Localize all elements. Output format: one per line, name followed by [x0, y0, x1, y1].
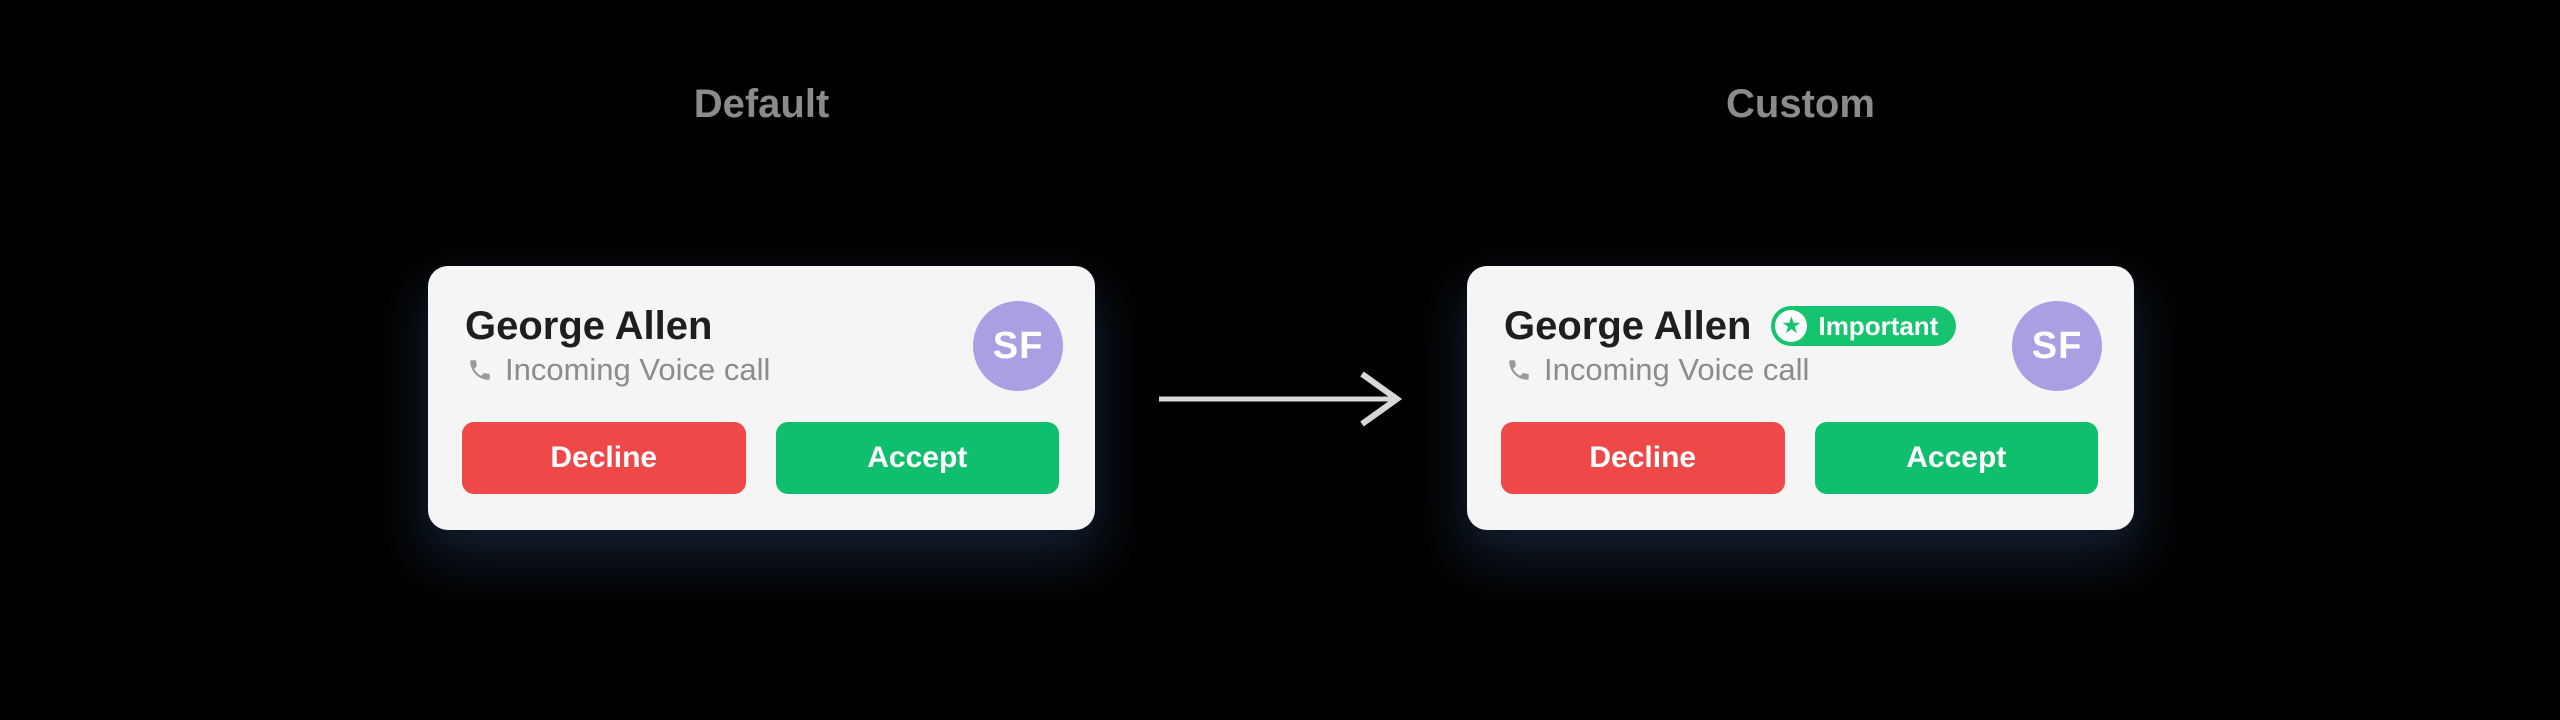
avatar-initials: SF — [992, 324, 1044, 367]
caller-name-row: George Allen — [465, 302, 955, 350]
call-type-label: Incoming Voice call — [1544, 352, 1810, 387]
important-badge-label: Important — [1818, 311, 1939, 341]
panel-custom: Custom George Allen ★ Important SF Incom… — [1467, 0, 2134, 720]
call-type-label: Incoming Voice call — [505, 352, 771, 387]
arrow-right-icon — [1155, 367, 1407, 431]
caller-name: George Allen — [465, 304, 713, 348]
call-type-row: Incoming Voice call — [1506, 352, 1809, 388]
caller-name-row: George Allen ★ Important — [1504, 302, 1994, 350]
accept-button[interactable]: Accept — [775, 422, 1059, 494]
decline-button[interactable]: Decline — [462, 422, 746, 494]
section-title-custom: Custom — [1726, 82, 1875, 126]
caller-name: George Allen — [1504, 304, 1752, 348]
call-actions: Decline Accept — [462, 422, 1059, 494]
section-title-default: Default — [693, 82, 830, 126]
call-actions: Decline Accept — [1501, 422, 2098, 494]
phone-icon — [1509, 360, 1529, 380]
star-icon: ★ — [1775, 310, 1808, 342]
panel-default: Default George Allen SF Incoming Voice c… — [428, 0, 1095, 720]
decline-button[interactable]: Decline — [1501, 422, 1785, 494]
accept-button[interactable]: Accept — [1814, 422, 2098, 494]
incoming-call-card-default: George Allen SF Incoming Voice call Decl… — [428, 266, 1095, 530]
call-type-row: Incoming Voice call — [467, 352, 770, 388]
avatar: SF — [973, 301, 1063, 391]
phone-icon — [470, 360, 490, 380]
avatar: SF — [2012, 301, 2102, 391]
avatar-initials: SF — [2031, 324, 2083, 367]
important-badge: ★ Important — [1771, 306, 1957, 346]
incoming-call-card-custom: George Allen ★ Important SF Incoming Voi… — [1467, 266, 2134, 530]
